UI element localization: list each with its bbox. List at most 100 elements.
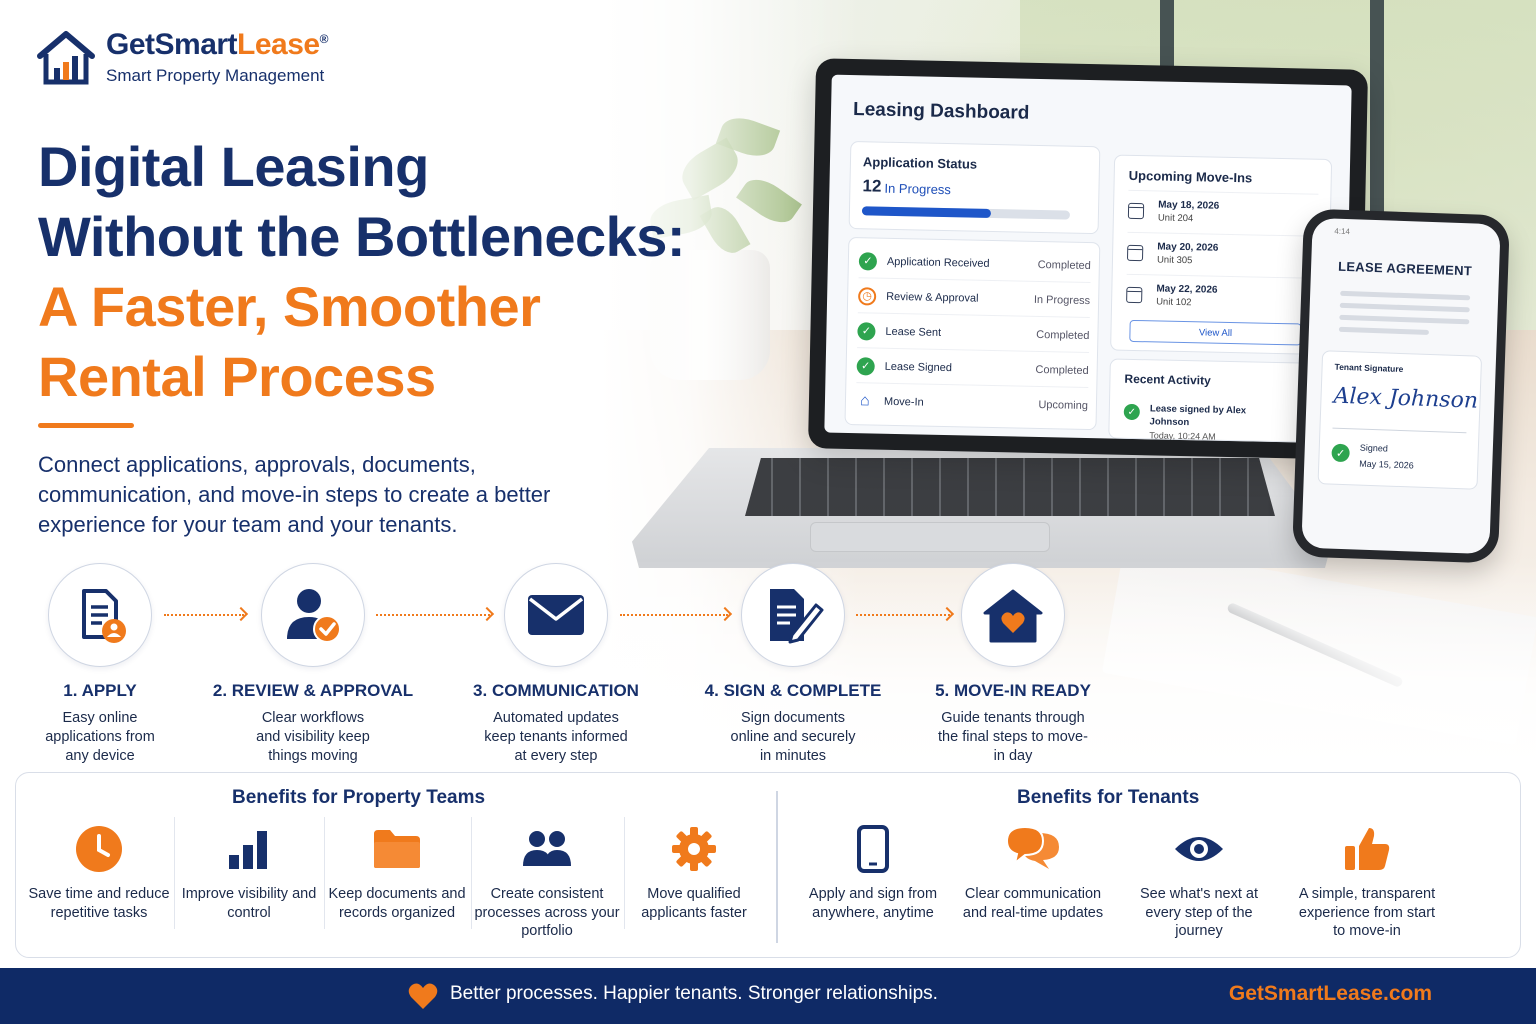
benefit-qualified-applicants: Move qualified applicants faster <box>619 825 769 922</box>
step-description: Guide tenants through the final steps to… <box>938 710 1088 764</box>
step-description: Automated updates keep tenants informed … <box>484 710 628 764</box>
lease-agreement-screen: 4:14 LEASE AGREEMENT Tenant Signature Al… <box>1301 217 1501 555</box>
benefit-text: Improve visibility and control <box>181 886 317 921</box>
step-label: Application Received <box>886 255 990 270</box>
website-link[interactable]: GetSmartLease.com <box>1228 982 1432 1005</box>
step-status: Completed <box>1035 363 1089 377</box>
step-label: Lease Signed <box>884 360 953 374</box>
step-label: Review & Approval <box>886 290 979 305</box>
application-document-icon <box>82 589 126 643</box>
brand-logo[interactable]: GetSmartLease® Smart Property Management <box>36 30 328 86</box>
benefit-text: Clear communication and real-time update… <box>962 886 1104 921</box>
step-status: Completed <box>1037 258 1091 272</box>
step-icon-circle <box>961 563 1065 667</box>
application-status-label: Application Status <box>862 154 978 172</box>
benefits-teams-title: Benefits for Property Teams <box>232 787 486 808</box>
step-row-application-received[interactable]: ✓ Application Received Completed <box>858 244 1092 284</box>
progress-fill <box>861 206 991 218</box>
step-title: 2. REVIEW & APPROVAL <box>212 681 414 700</box>
step-status: Upcoming <box>1038 398 1089 413</box>
move-in-unit: Unit 305 <box>1156 253 1193 266</box>
benefit-text: Save time and reduce repetitive tasks <box>28 886 170 921</box>
document-line <box>1339 302 1470 313</box>
check-circle-icon: ✓ <box>857 321 876 341</box>
dashboard-title: Leasing Dashboard <box>852 99 1030 124</box>
step-description: Clear workflows and visibility keep thin… <box>256 710 370 764</box>
lease-steps-card: ✓ Application Received Completed ◷ Revie… <box>844 236 1101 431</box>
footer-bar: Better processes. Happier tenants. Stron… <box>0 968 1536 1024</box>
benefits-divider <box>776 791 778 943</box>
flow-arrow <box>164 614 244 616</box>
laptop-keyboard <box>745 458 1275 516</box>
move-in-unit: Unit 204 <box>1157 211 1194 224</box>
flow-arrow <box>856 614 950 616</box>
bar-chart-icon <box>229 831 267 869</box>
benefit-separator <box>624 817 625 929</box>
application-progress-bar <box>861 206 1071 220</box>
laptop: Leasing Dashboard Application Status 12 … <box>807 58 1369 460</box>
lease-agreement-title: LEASE AGREEMENT <box>1337 258 1473 279</box>
eye-icon <box>1175 837 1223 861</box>
signed-date: May 15, 2026 <box>1359 458 1414 471</box>
application-status-card[interactable]: Application Status 12 In Progress <box>848 140 1101 235</box>
move-in-date: May 20, 2026 <box>1157 240 1219 254</box>
benefit-text: Create consistent processes across your … <box>474 886 620 939</box>
process-step-apply: 1. APPLY Easy online applications from a… <box>0 563 215 766</box>
check-circle-icon: ✓ <box>856 356 875 376</box>
sign-document-icon <box>770 589 824 644</box>
step-icon-circle <box>741 563 845 667</box>
benefit-separator <box>324 817 325 929</box>
headline-divider <box>38 423 134 428</box>
step-row-lease-signed[interactable]: ✓ Lease Signed Completed <box>856 349 1090 389</box>
brand-tagline: Smart Property Management <box>106 66 325 85</box>
benefit-visibility: Improve visibility and control <box>174 825 324 922</box>
brand-name-part1: GetSmart <box>106 28 238 61</box>
tenant-signature-card[interactable]: Tenant Signature Alex Johnson ✓ Signed M… <box>1317 350 1483 490</box>
step-icon-circle <box>48 563 152 667</box>
gear-icon <box>672 827 716 871</box>
flow-arrow <box>620 614 728 616</box>
benefit-clear-communication: Clear communication and real-time update… <box>958 825 1108 922</box>
folder-icon <box>374 830 420 868</box>
step-title: 5. MOVE-IN READY <box>935 681 1091 700</box>
step-icon-circle <box>261 563 365 667</box>
step-title: 3. COMMUNICATION <box>473 681 639 700</box>
process-step-sign-complete: 4. SIGN & COMPLETE Sign documents online… <box>678 563 908 766</box>
benefits-tenants-title: Benefits for Tenants <box>1017 787 1200 808</box>
step-row-move-in[interactable]: ⌂ Move-In Upcoming <box>856 384 1089 423</box>
step-title: 1. APPLY <box>63 681 137 700</box>
step-row-review-approval[interactable]: ◷ Review & Approval In Progress <box>857 279 1091 319</box>
footer-tagline: Better processes. Happier tenants. Stron… <box>450 983 938 1004</box>
intro-text: Connect applications, approvals, documen… <box>38 452 551 537</box>
benefit-transparent-experience: A simple, transparent experience from st… <box>1292 825 1442 941</box>
benefit-text: A simple, transparent experience from st… <box>1298 886 1436 939</box>
step-status: Completed <box>1036 328 1090 342</box>
benefit-consistent-processes: Create consistent processes across your … <box>472 825 622 941</box>
recent-activity-card: Recent Activity ✓ Lease signed by Alex J… <box>1108 358 1328 444</box>
document-line <box>1338 326 1429 335</box>
application-status-text: In Progress <box>884 180 952 198</box>
recent-activity-title: Recent Activity <box>1124 371 1211 388</box>
thumbs-up-icon <box>1345 828 1390 870</box>
process-step-review-approval: 2. REVIEW & APPROVAL Clear workflows and… <box>198 563 428 766</box>
leasing-dashboard: Leasing Dashboard Application Status 12 … <box>824 74 1352 444</box>
step-label: Move-In <box>883 395 924 409</box>
laptop-trackpad <box>810 522 1050 552</box>
recent-activity-text[interactable]: Lease signed by Alex Johnson <box>1149 403 1247 429</box>
step-row-lease-sent[interactable]: ✓ Lease Sent Completed <box>857 314 1090 354</box>
signed-label: Signed <box>1359 442 1389 454</box>
benefit-text: See what's next at every step of the jou… <box>1139 886 1259 939</box>
view-all-button[interactable]: View All <box>1129 319 1302 346</box>
headline-line-4: Rental Process <box>38 345 436 408</box>
step-icon-circle <box>504 563 608 667</box>
smartphone: 4:14 LEASE AGREEMENT Tenant Signature Al… <box>1291 208 1511 564</box>
flow-arrow <box>376 614 490 616</box>
mobile-phone-icon <box>857 825 889 873</box>
signature-line <box>1332 427 1467 434</box>
headline-line-3: A Faster, Smoother <box>38 275 541 338</box>
trademark: ® <box>319 32 329 46</box>
benefit-text: Keep documents and records organized <box>328 886 466 921</box>
